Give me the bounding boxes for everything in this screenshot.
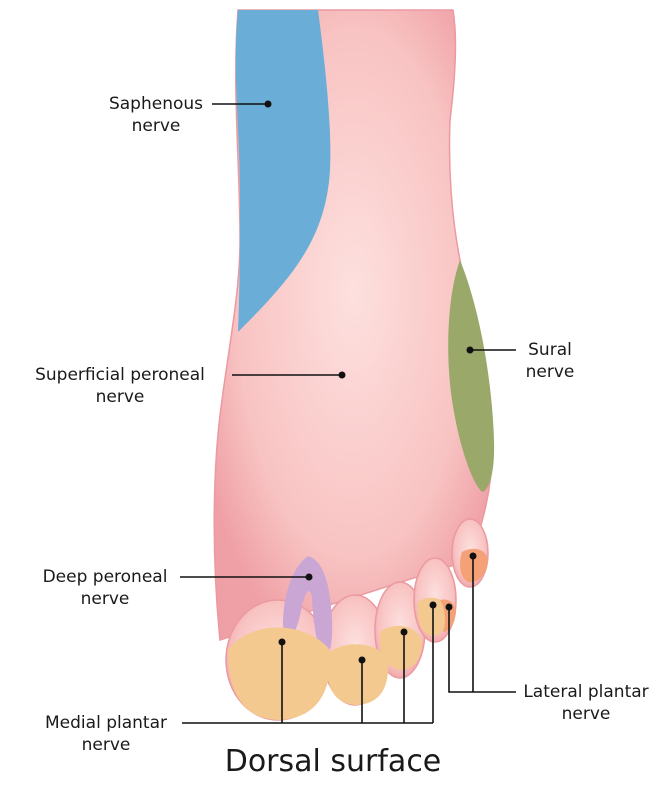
medial-plantar-tip-3 bbox=[379, 625, 423, 670]
deep-peroneal-label-line-1: Deep peroneal bbox=[42, 567, 168, 587]
superficial-peroneal-dot bbox=[338, 371, 346, 379]
saphenous-label-line-1: Saphenous bbox=[108, 94, 204, 114]
lateral-plantar-label-line-1: Lateral plantar bbox=[523, 682, 649, 702]
sural-label-line-2: nerve bbox=[525, 362, 575, 382]
lateral-plantar-leader bbox=[448, 607, 516, 693]
lateral-plantar-dot-1 bbox=[445, 603, 453, 611]
medial-plantar-tip-2 bbox=[326, 644, 389, 705]
superficial-peroneal-label-line-2: nerve bbox=[95, 387, 145, 407]
superficial-peroneal-label: Superficial peroneal nerve bbox=[8, 364, 232, 408]
lateral-plantar-dot-2 bbox=[469, 552, 477, 560]
medial-plantar-label-line-1: Medial plantar bbox=[45, 713, 167, 733]
sural-label-line-1: Sural bbox=[528, 340, 572, 360]
saphenous-label-line-2: nerve bbox=[131, 116, 181, 136]
superficial-peroneal-label-line-1: Superficial peroneal bbox=[35, 365, 205, 385]
sural-dot bbox=[466, 346, 474, 354]
leader-lines bbox=[180, 100, 516, 724]
diagram-caption: Dorsal surface bbox=[224, 744, 442, 779]
deep-peroneal-label: Deep peroneal nerve bbox=[30, 566, 180, 610]
lateral-plantar-label-line-2: nerve bbox=[561, 704, 611, 724]
medial-plantar-tip-1 bbox=[228, 627, 331, 720]
saphenous-region bbox=[235, 10, 331, 332]
medial-plantar-label: Medial plantar nerve bbox=[30, 712, 182, 756]
sural-region bbox=[448, 260, 495, 492]
deep-peroneal-region bbox=[283, 556, 333, 662]
medial-plantar-dot-2 bbox=[358, 656, 366, 664]
lateral-plantar-label: Lateral plantar nerve bbox=[512, 681, 660, 725]
medial-plantar-dot-4 bbox=[429, 601, 437, 609]
saphenous-label: Saphenous nerve bbox=[98, 93, 214, 137]
medial-plantar-dot-3 bbox=[400, 628, 408, 636]
medial-plantar-label-line-2: nerve bbox=[81, 735, 131, 755]
lateral-plantar-tip-5 bbox=[460, 548, 488, 583]
medial-plantar-dot-1 bbox=[278, 638, 286, 646]
sural-label: Sural nerve bbox=[510, 339, 590, 383]
deep-peroneal-dot bbox=[305, 573, 313, 581]
deep-peroneal-label-line-2: nerve bbox=[80, 589, 130, 609]
saphenous-dot bbox=[264, 100, 272, 108]
